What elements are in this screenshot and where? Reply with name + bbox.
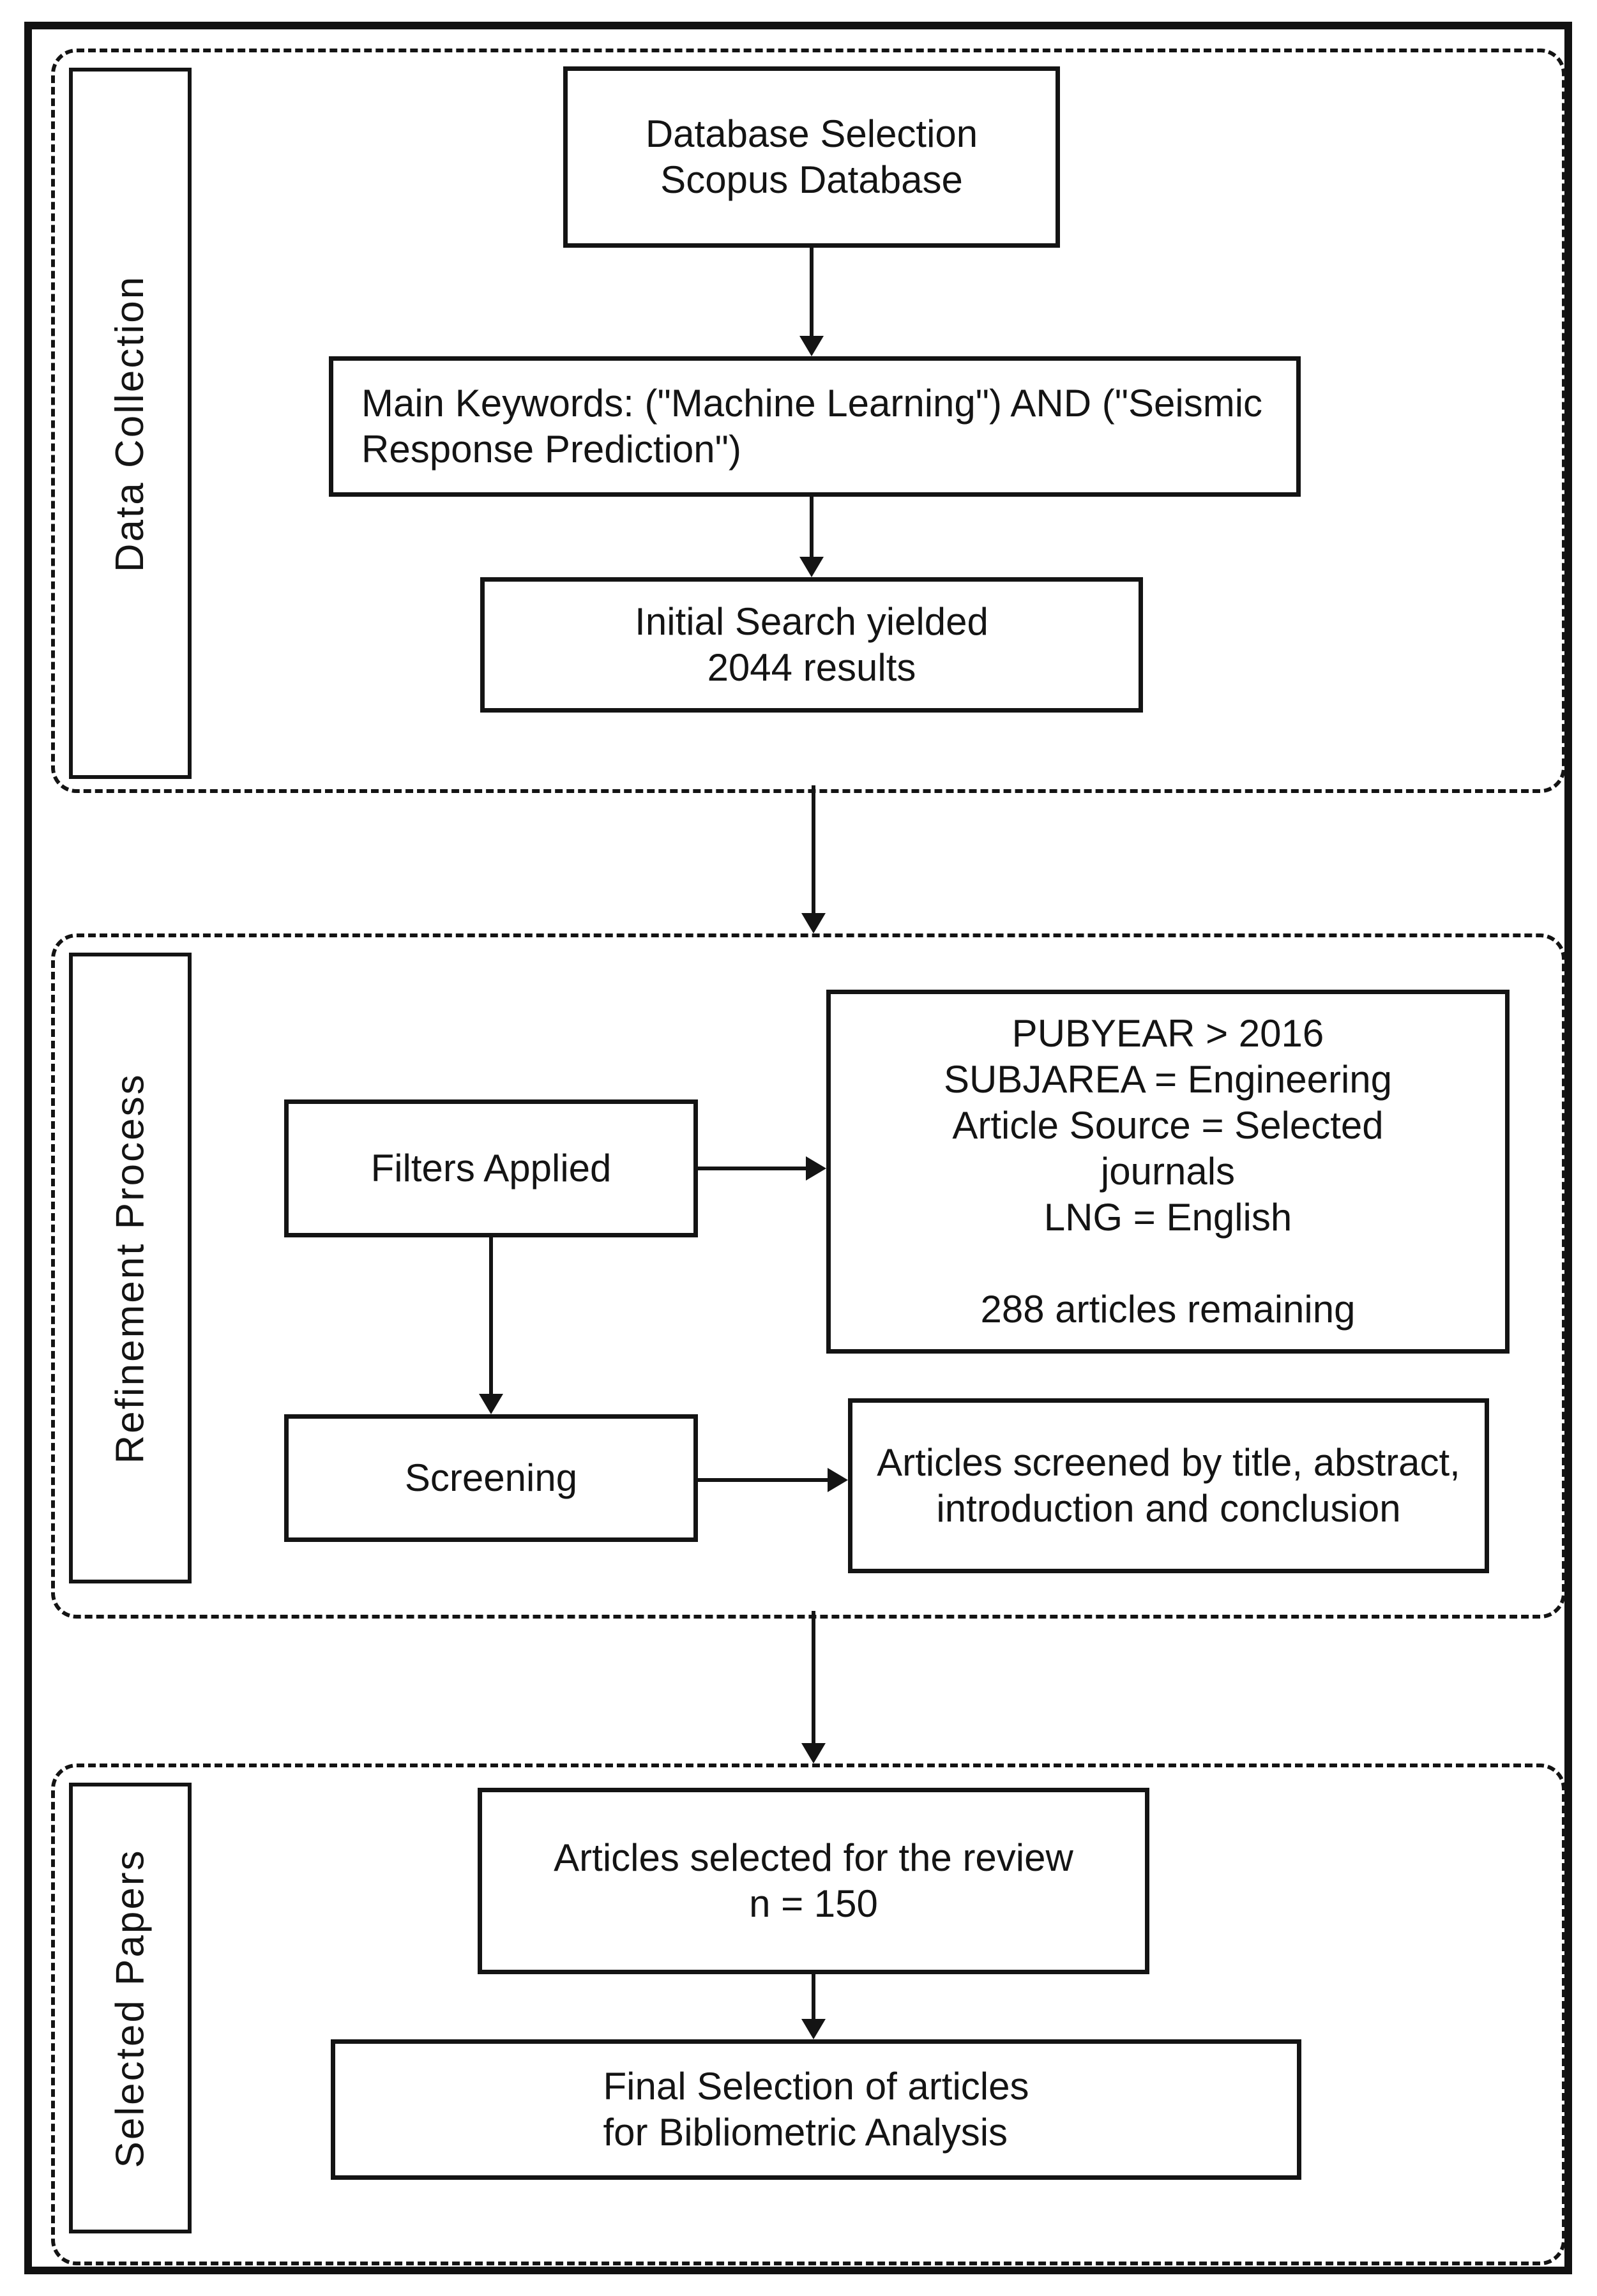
arrow-filters-to-screening bbox=[479, 1237, 503, 1414]
filter-criteria-box: PUBYEAR > 2016 SUBJAREA = Engineering Ar… bbox=[826, 990, 1510, 1354]
arrow-down-head-icon bbox=[801, 1743, 826, 1764]
arrow-stem bbox=[812, 1974, 815, 2019]
arrow-data-collection-to-refinement bbox=[801, 785, 826, 933]
arrow-stem bbox=[489, 1237, 493, 1394]
arrow-screening-to-detail bbox=[698, 1468, 848, 1492]
database-selection-box: Database Selection Scopus Database bbox=[563, 66, 1060, 248]
arrow-down-head-icon bbox=[801, 913, 826, 933]
side-label-selected-papers-text: Selected Papers bbox=[108, 1848, 153, 2168]
arrow-selected-to-final bbox=[801, 1974, 826, 2039]
arrow-refinement-to-selected-papers bbox=[801, 1611, 826, 1764]
articles-selected-text: Articles selected for the review n = 150 bbox=[554, 1836, 1073, 1925]
initial-search-box: Initial Search yielded 2044 results bbox=[480, 577, 1143, 713]
arrow-keywords-to-initial-search bbox=[799, 497, 824, 577]
screening-detail-box: Articles screened by title, abstract, in… bbox=[848, 1398, 1489, 1573]
arrow-down-head-icon bbox=[801, 2019, 826, 2039]
arrow-stem bbox=[698, 1478, 828, 1482]
arrow-stem bbox=[810, 248, 814, 336]
outer-frame bbox=[24, 22, 1572, 2274]
screening-box: Screening bbox=[284, 1414, 698, 1542]
side-label-selected-papers: Selected Papers bbox=[69, 1783, 192, 2233]
side-label-data-collection-text: Data Collection bbox=[108, 275, 153, 572]
main-keywords-box: Main Keywords: ("Machine Learning") AND … bbox=[329, 356, 1301, 497]
arrow-database-to-keywords bbox=[799, 248, 824, 356]
arrow-stem bbox=[698, 1167, 806, 1170]
side-label-refinement-process: Refinement Process bbox=[69, 953, 192, 1583]
section-data-collection bbox=[51, 49, 1566, 793]
side-label-data-collection: Data Collection bbox=[69, 68, 192, 779]
filters-applied-box: Filters Applied bbox=[284, 1099, 698, 1237]
arrow-down-head-icon bbox=[799, 336, 824, 356]
database-selection-text: Database Selection Scopus Database bbox=[645, 112, 978, 201]
section-selected-papers bbox=[51, 1764, 1566, 2265]
screening-detail-text: Articles screened by title, abstract, in… bbox=[877, 1441, 1460, 1530]
arrow-stem bbox=[812, 785, 815, 913]
filter-criteria-text: PUBYEAR > 2016 SUBJAREA = Engineering Ar… bbox=[943, 1012, 1393, 1331]
articles-selected-box: Articles selected for the review n = 150 bbox=[478, 1788, 1149, 1974]
arrow-stem bbox=[812, 1611, 815, 1743]
side-label-refinement-process-text: Refinement Process bbox=[108, 1072, 153, 1464]
arrow-stem bbox=[810, 497, 814, 557]
final-selection-text: Final Selection of articles for Bibliome… bbox=[603, 2065, 1029, 2154]
filters-applied-text: Filters Applied bbox=[370, 1147, 612, 1190]
final-selection-box: Final Selection of articles for Bibliome… bbox=[331, 2039, 1301, 2180]
arrow-right-head-icon bbox=[828, 1468, 848, 1492]
initial-search-text: Initial Search yielded 2044 results bbox=[635, 600, 988, 689]
screening-text: Screening bbox=[404, 1456, 578, 1499]
arrow-down-head-icon bbox=[799, 557, 824, 577]
arrow-down-head-icon bbox=[479, 1394, 503, 1414]
arrow-right-head-icon bbox=[806, 1156, 826, 1181]
section-refinement-process bbox=[51, 933, 1566, 1619]
arrow-filters-to-criteria bbox=[698, 1156, 826, 1181]
main-keywords-text: Main Keywords: ("Machine Learning") AND … bbox=[361, 382, 1263, 471]
